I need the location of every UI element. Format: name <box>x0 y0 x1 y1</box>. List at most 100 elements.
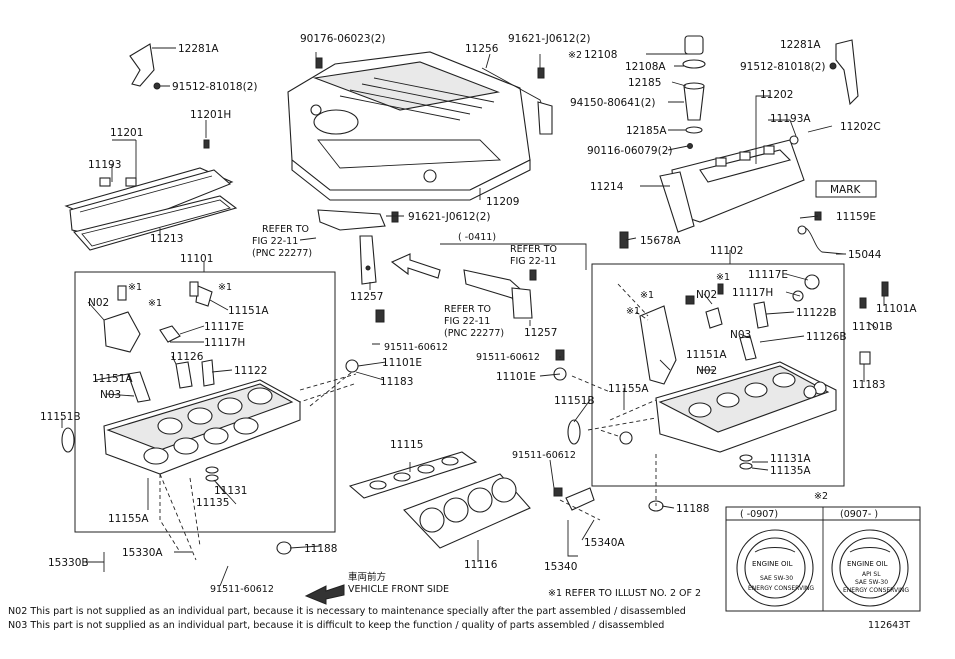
cap1-text: ENERGY CONSERVING <box>748 585 814 592</box>
right-head-box <box>591 263 845 487</box>
labels-right: 11117E 11117H N02 11122B N03 11126B 1115… <box>554 269 847 515</box>
oil-control-valve <box>565 487 595 511</box>
sym2-mark: ※2 <box>814 491 828 502</box>
label: 11101 <box>180 253 213 265</box>
sym2-mark: ※2 <box>568 50 582 61</box>
label: 11151B <box>40 411 81 423</box>
label: 11151A <box>228 305 269 317</box>
label: 11131A <box>770 453 811 465</box>
label: 11115 <box>390 439 423 451</box>
label: N02 <box>696 365 717 377</box>
mark-box <box>815 180 877 198</box>
sym1-mark: ※1 <box>716 272 730 283</box>
vehicle-front-jp: 車両前方 <box>348 571 386 583</box>
vehicle-front-arrow <box>304 584 345 605</box>
cylinder-head-cover-right <box>659 135 805 233</box>
label: 11131 <box>214 485 247 497</box>
label: 91621-J0612(2) <box>508 33 590 45</box>
label: 11101E <box>496 371 536 383</box>
marks: ※1 ※1 ※1 ※1 ※1 ※1 ※2 ※2 <box>128 50 828 502</box>
label: 15340 <box>544 561 577 573</box>
label: (PNC 22277) <box>444 328 504 339</box>
cap2-text: ENERGY CONSERVING <box>843 587 909 594</box>
figure-number: 112643T <box>868 620 910 631</box>
vehicle-front-en: VEHICLE FRONT SIDE <box>348 584 449 595</box>
oil-cap <box>684 35 704 55</box>
label: 11101E <box>382 357 422 369</box>
label: 11257 <box>350 291 383 303</box>
label: 91621-J0612(2) <box>408 211 490 223</box>
cap1-text: ENGINE OIL <box>752 560 793 568</box>
refer-note: ※1 REFER TO ILLUST NO. 2 OF 2 <box>548 588 701 599</box>
label: 11183 <box>380 376 413 388</box>
label: 11151A <box>686 349 727 361</box>
engine-cover <box>287 51 531 201</box>
label: REFER TO <box>510 244 557 255</box>
label: 11155A <box>608 383 649 395</box>
label: 11202C <box>840 121 881 133</box>
label: 15330B <box>48 557 89 569</box>
labels-center: 11115 91511-60612 15340A 15340 11116 <box>390 439 625 573</box>
refer-arrow <box>390 253 441 279</box>
cylinder-head-left <box>103 379 301 475</box>
mark-label: MARK <box>830 184 862 196</box>
label: 91511-60612 <box>210 584 274 595</box>
label: FIG 22-11 <box>444 316 490 327</box>
bracket-11256 <box>481 67 553 135</box>
sym1-mark: ※1 <box>128 282 142 293</box>
label: 11256 <box>465 43 499 55</box>
oil-filler-tube <box>683 85 705 121</box>
label: 11201H <box>190 109 231 121</box>
label: 12281A <box>178 43 219 55</box>
bracket-left <box>317 209 386 285</box>
note-n03: N03 This part is not supplied as an indi… <box>8 620 664 631</box>
label: 91512-81018(2) <box>740 61 825 73</box>
cap2-text: ENGINE OIL <box>847 560 888 568</box>
label: 11209 <box>486 196 519 208</box>
label: 11126B <box>806 331 847 343</box>
label: 11116 <box>464 559 498 571</box>
label: 12281A <box>780 39 821 51</box>
label: 11101B <box>852 321 893 333</box>
label: 11151B <box>554 395 595 407</box>
label: 12108A <box>625 61 666 73</box>
label: 11101A <box>876 303 917 315</box>
label: 11188 <box>676 503 709 515</box>
cap1-text: SAE 5W-30 <box>760 575 793 582</box>
label: 91511-60612 <box>384 342 448 353</box>
label: 11151A <box>92 373 133 385</box>
leader-lines <box>61 47 885 587</box>
sym1-mark: ※1 <box>626 306 640 317</box>
label: 11117E <box>204 321 244 333</box>
inset-col1-header: ( -0907) <box>740 509 778 520</box>
label: 11135A <box>770 465 811 477</box>
label: FIG 22-11 <box>252 236 298 247</box>
label: ( -0411) <box>458 232 496 243</box>
label: 15340A <box>584 537 625 549</box>
label: 11117H <box>204 337 245 349</box>
label: N02 <box>88 297 109 309</box>
label: 15330A <box>122 547 163 559</box>
label: 91512-81018(2) <box>172 81 257 93</box>
bracket-right <box>463 269 533 319</box>
labels-top: 90176-06023(2) 91621-J0612(2) 11256 1210… <box>88 33 882 261</box>
label: 12185 <box>628 77 661 89</box>
cam-bracket-right <box>639 305 677 385</box>
label: 11257 <box>524 327 557 339</box>
label: 91511-60612 <box>512 450 576 461</box>
label: FIG 22-11 <box>510 256 556 267</box>
inset-col2-header: (0907- ) <box>840 509 878 520</box>
label: 11135 <box>196 497 229 509</box>
cam-bracket-left <box>103 311 141 353</box>
label: 11126 <box>170 351 204 363</box>
label: 15044 <box>848 249 882 261</box>
label: REFER TO <box>262 224 309 235</box>
labels-left: N02 11151A 11117E 11117H 11126 11122 111… <box>40 297 337 595</box>
label: 11155A <box>108 513 149 525</box>
label: 15678A <box>640 235 681 247</box>
dashed-leaders <box>159 237 657 561</box>
label: 11117H <box>732 287 773 299</box>
label: 91511-60612 <box>476 352 540 363</box>
label: 11102 <box>710 245 743 257</box>
